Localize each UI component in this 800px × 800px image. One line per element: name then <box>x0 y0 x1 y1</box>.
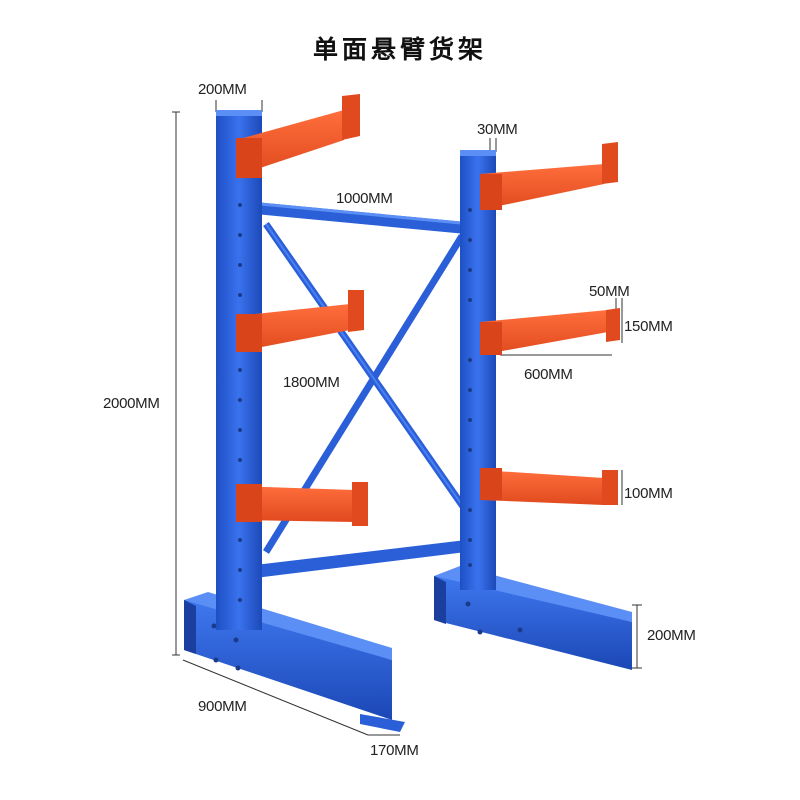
arm-height-label: 150MM <box>624 318 673 335</box>
left-arm-top <box>236 94 360 178</box>
arm-spacing-label: 100MM <box>624 485 673 502</box>
page-title: 单面悬臂货架 <box>312 35 487 64</box>
dimension-lines <box>172 100 642 736</box>
arm-width-label: 200MM <box>198 81 247 98</box>
base-length-label: 900MM <box>198 698 247 715</box>
left-arm-bottom <box>236 482 368 526</box>
bracing-label: 1800MM <box>283 374 340 391</box>
right-arm-bottom <box>480 468 618 505</box>
right-arms <box>480 142 620 505</box>
bracing <box>255 202 481 578</box>
base-height-label: 200MM <box>647 627 696 644</box>
left-arms <box>236 94 368 526</box>
upright-width-label: 30MM <box>477 121 518 138</box>
right-upright <box>460 150 496 590</box>
left-upright <box>216 110 262 630</box>
right-arm-top <box>480 142 618 210</box>
arm-tip-label: 50MM <box>589 283 630 300</box>
total-height-label: 2000MM <box>103 395 160 412</box>
left-arm-middle <box>236 290 364 352</box>
base-width-label: 170MM <box>370 742 419 759</box>
beam-length-label: 1000MM <box>336 190 393 207</box>
right-arm-middle <box>480 308 620 355</box>
arm-length-label: 600MM <box>524 366 573 383</box>
